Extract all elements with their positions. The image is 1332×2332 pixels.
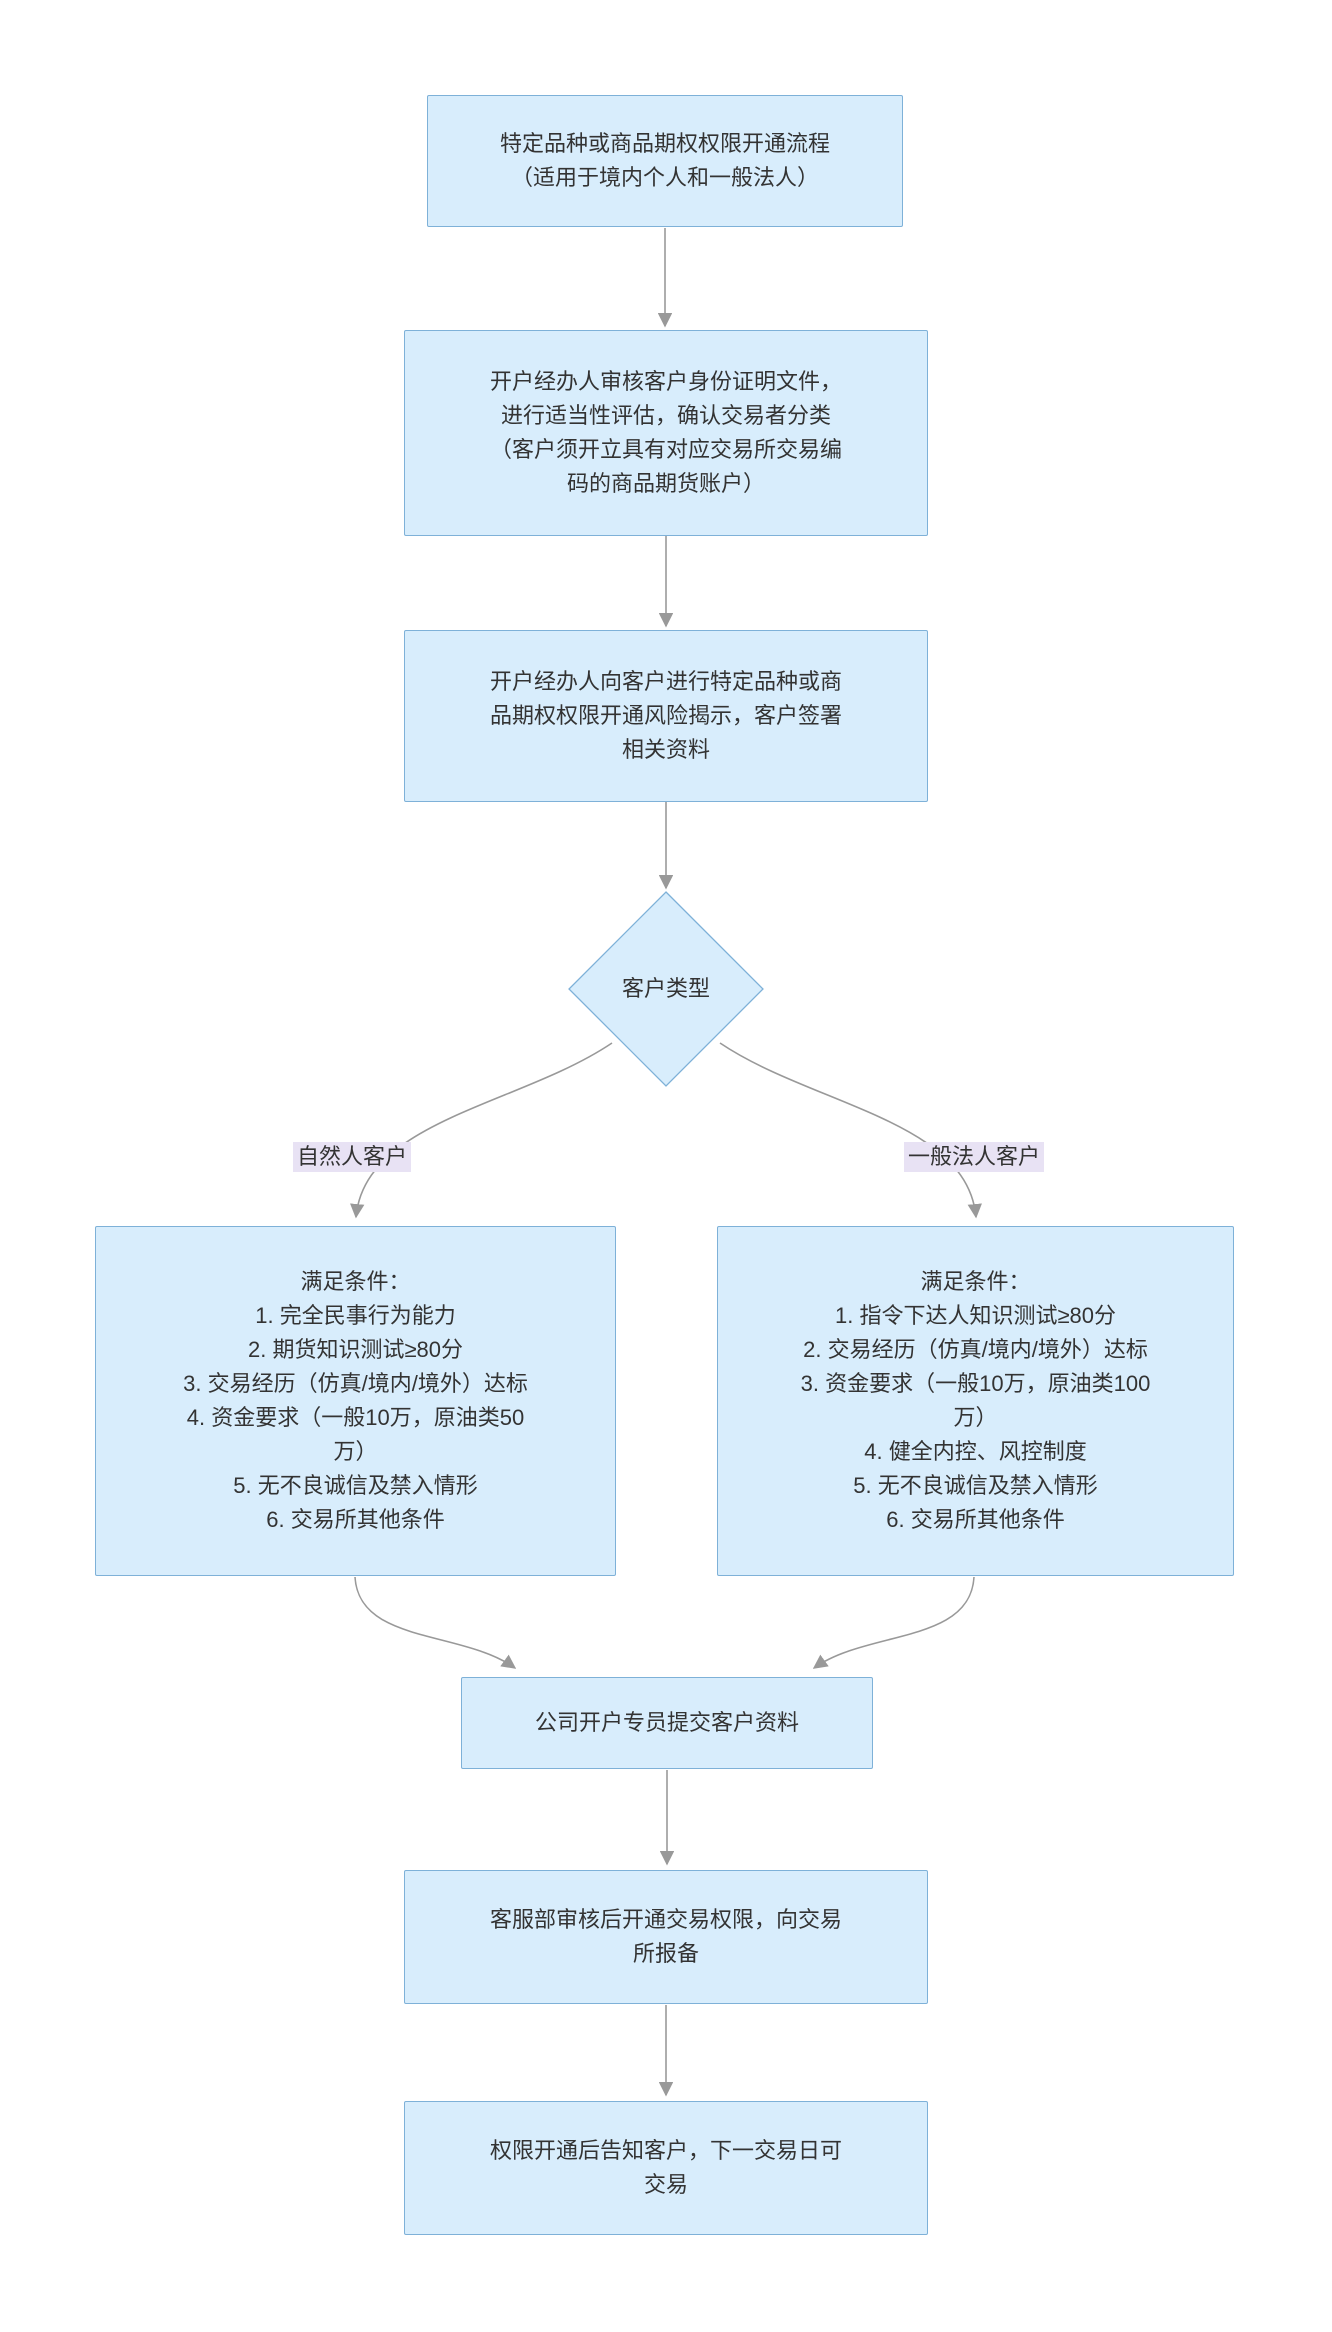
- edge-label-natural-person: 自然人客户: [292, 1142, 412, 1172]
- node-submit-materials: 公司开户专员提交客户资料: [461, 1677, 873, 1769]
- node-service-approval: 客服部审核后开通交易权限，向交易所报备: [404, 1870, 928, 2004]
- node-decision-label: 客户类型: [621, 976, 710, 1001]
- edge-natural-submit: [354, 1576, 517, 1669]
- node-identity-review: 开户经办人审核客户身份证明文件，进行适当性评估，确认交易者分类（客户须开立具有对…: [404, 330, 928, 536]
- edge-legal-submit: [812, 1576, 975, 1669]
- edge-label-legal-entity: 一般法人客户: [903, 1142, 1045, 1172]
- edge-decision-natural: [350, 1042, 613, 1219]
- node-risk-disclosure: 开户经办人向客户进行特定品种或商品期权权限开通风险揭示，客户签署相关资料: [404, 630, 928, 802]
- edge-decision-legal: [719, 1042, 982, 1219]
- node-start: 特定品种或商品期权权限开通流程（适用于境内个人和一般法人）: [427, 95, 903, 227]
- decision-diamond: [568, 891, 764, 1087]
- node-notify-customer: 权限开通后告知客户，下一交易日可交易: [404, 2101, 928, 2235]
